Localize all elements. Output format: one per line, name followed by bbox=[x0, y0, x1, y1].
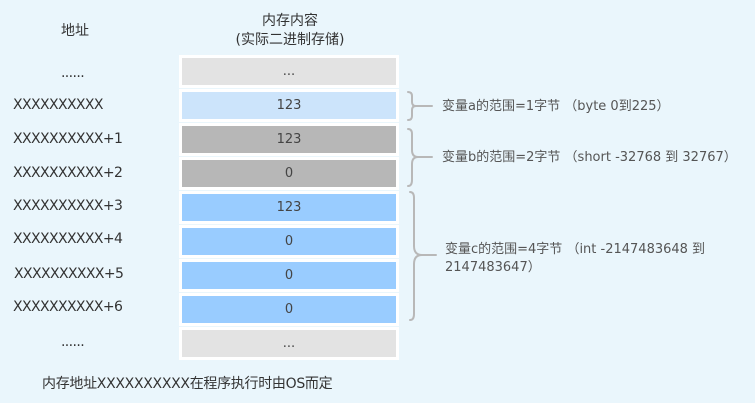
annotation-variable-c: 变量c的范围=4字节 （int -2147483648 到 2147483647… bbox=[445, 241, 705, 277]
address-label-ellipsis-bottom: ...... bbox=[60, 334, 85, 350]
address-label-2: XXXXXXXXXX+2 bbox=[13, 165, 123, 181]
annotation-variable-c-line2: 2147483647） bbox=[445, 260, 541, 275]
memory-header-title: 内存内容 bbox=[262, 13, 318, 29]
memory-cell-short-b-0: 123 bbox=[179, 123, 399, 156]
address-label-1: XXXXXXXXXX+1 bbox=[13, 131, 123, 147]
memory-cell-short-b-1: 0 bbox=[179, 157, 399, 190]
address-label-0: XXXXXXXXXX bbox=[13, 97, 104, 113]
brace-a-icon bbox=[407, 91, 433, 121]
annotation-variable-a: 变量a的范围=1字节 （byte 0到225） bbox=[442, 99, 670, 114]
memory-header-subtitle: (实际二进制存储) bbox=[235, 32, 345, 48]
address-label-6: XXXXXXXXXX+6 bbox=[13, 299, 123, 315]
memory-cell-byte-a: 123 bbox=[179, 89, 399, 122]
address-label-5: XXXXXXXXXX+5 bbox=[14, 266, 124, 282]
footer-note: 内存地址XXXXXXXXXX在程序执行时由OS而定 bbox=[42, 376, 333, 392]
annotation-variable-b: 变量b的范围=2字节 （short -32768 到 32767） bbox=[442, 150, 737, 165]
brace-b-icon bbox=[407, 128, 433, 187]
memory-cell-ellipsis-top: ... bbox=[179, 55, 399, 88]
memory-cell-int-c-0: 123 bbox=[179, 191, 399, 224]
memory-cell-int-c-1: 0 bbox=[179, 225, 399, 258]
memory-cell-int-c-2: 0 bbox=[179, 259, 399, 292]
annotation-variable-c-line1: 变量c的范围=4字节 （int -2147483648 到 bbox=[445, 242, 706, 257]
address-label-4: XXXXXXXXXX+4 bbox=[13, 231, 123, 247]
memory-cell-int-c-3: 0 bbox=[179, 293, 399, 326]
address-label-3: XXXXXXXXXX+3 bbox=[13, 198, 123, 214]
memory-column-header: 内存内容 (实际二进制存储) bbox=[200, 12, 380, 50]
memory-cell-ellipsis-bottom: ... bbox=[179, 327, 399, 360]
address-column-header: 地址 bbox=[61, 23, 89, 39]
address-label-ellipsis-top: ...... bbox=[60, 65, 85, 81]
brace-c-icon bbox=[409, 191, 437, 321]
